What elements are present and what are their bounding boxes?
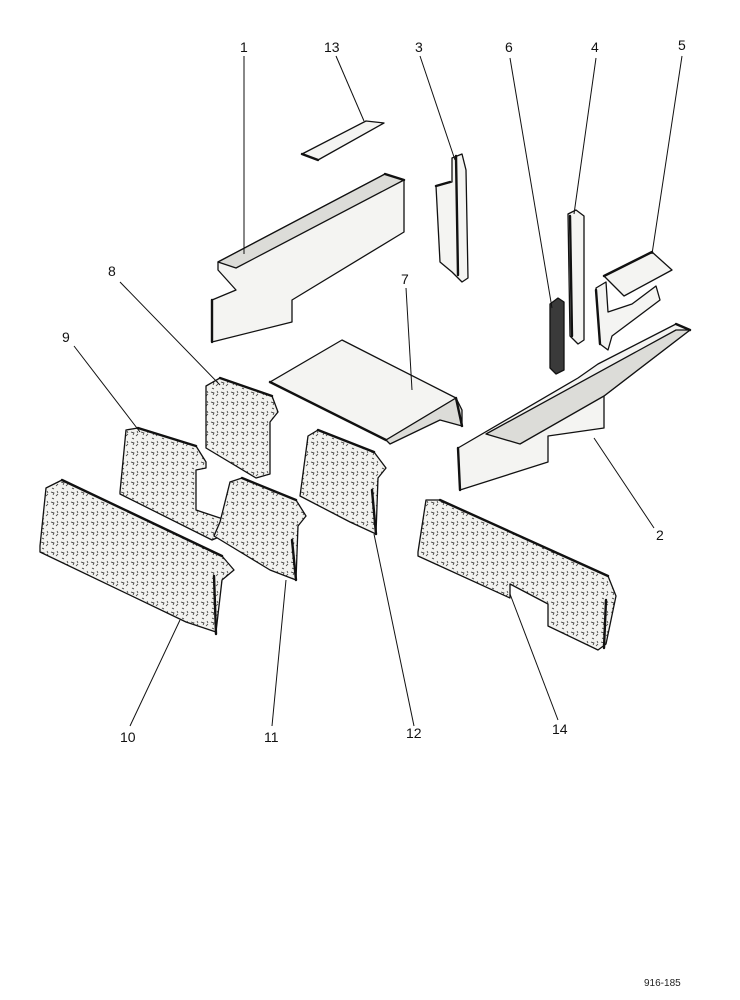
part-6-plate	[549, 297, 565, 375]
part-13-strip	[300, 120, 385, 162]
part-9-panel	[119, 426, 227, 541]
callout-labels: 1 13 3 6 4 5 7 8 9 2 10 11 12 14	[62, 37, 686, 745]
part-11-panel	[213, 476, 307, 582]
callout-14: 14	[552, 721, 568, 737]
part-5-bracket	[594, 250, 673, 351]
part-8-panel	[205, 376, 279, 479]
callout-13: 13	[324, 39, 340, 55]
part-2-panel	[456, 322, 692, 492]
callout-6: 6	[505, 39, 513, 55]
part-7-cover	[268, 339, 464, 445]
callout-12: 12	[406, 725, 422, 741]
callout-10: 10	[120, 729, 136, 745]
part-14-panel	[417, 498, 617, 651]
callout-2: 2	[656, 527, 664, 543]
callout-9: 9	[62, 329, 70, 345]
part-12-panel	[299, 428, 387, 536]
callout-1: 1	[240, 39, 248, 55]
callout-11: 11	[264, 729, 279, 745]
part-4-strip	[567, 209, 585, 345]
callout-8: 8	[108, 263, 116, 279]
part-10-panel	[39, 478, 235, 636]
callout-4: 4	[591, 39, 599, 55]
callout-3: 3	[415, 39, 423, 55]
callout-5: 5	[678, 37, 686, 53]
leader-lines	[73, 55, 683, 727]
part-3-bracket	[434, 153, 469, 283]
part-1-panel	[210, 172, 406, 344]
reference-code: 916-185	[644, 978, 681, 989]
callout-7: 7	[401, 271, 409, 287]
